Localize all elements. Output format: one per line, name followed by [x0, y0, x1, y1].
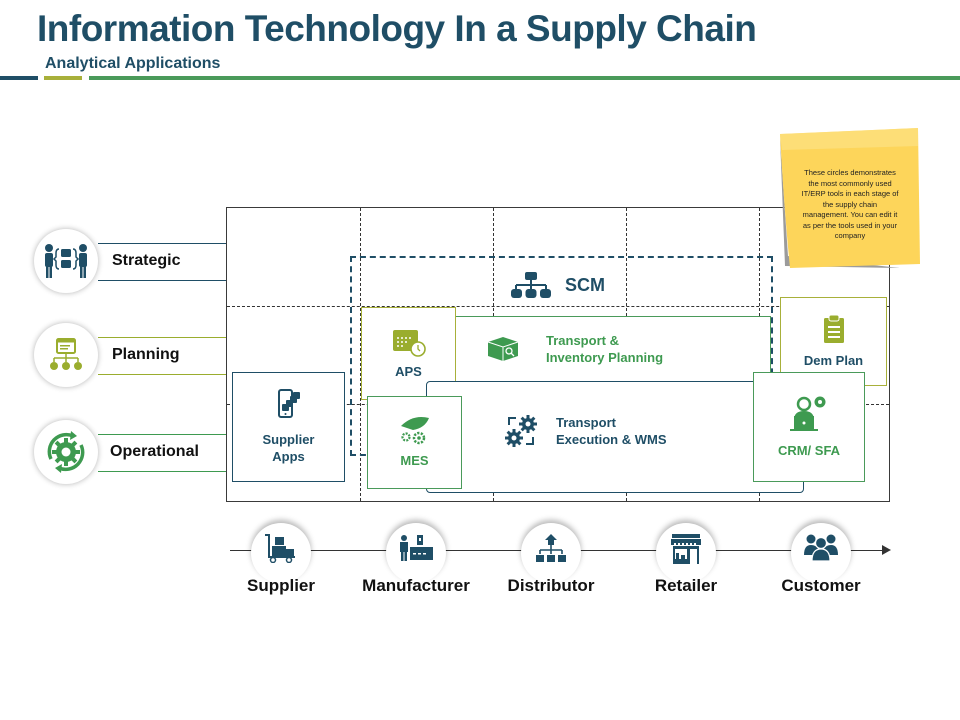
label-line: Execution & WMS	[556, 432, 667, 447]
user-laptop-icon	[790, 396, 826, 431]
page-title: Information Technology In a Supply Chain	[37, 8, 757, 49]
sticky-note-shape	[780, 128, 920, 268]
stage-label-manufacturer: Manufacturer	[362, 576, 470, 595]
distribution-icon	[536, 534, 566, 562]
label-line: Transport &	[546, 333, 619, 348]
stage-circle	[791, 523, 851, 583]
row-circle-planning	[34, 323, 98, 387]
axis-arrow-icon	[882, 545, 891, 555]
crm-sfa-label: CRM/ SFA	[777, 442, 841, 458]
cart-boxes-icon	[265, 534, 295, 563]
row-circle-operational	[34, 420, 98, 484]
stage-label-supplier: Supplier	[246, 576, 315, 595]
supplier-apps-label: Supplier Apps	[262, 431, 314, 465]
stage-circle	[251, 523, 311, 583]
box-search-icon	[487, 337, 519, 361]
gears-cycle-icon	[505, 415, 537, 447]
stage-label-customer: Customer	[781, 576, 861, 595]
store-icon	[671, 534, 701, 564]
leaf-gears-icon	[400, 417, 429, 445]
label-line: Supplier	[262, 432, 315, 447]
factory-worker-icon	[400, 535, 433, 561]
mes-label: MES	[400, 453, 429, 468]
dem-plan-label: Dem Plan	[803, 353, 864, 368]
header-bar-blue	[0, 76, 38, 80]
transport-execution-label: Transport Execution & WMS	[556, 414, 667, 448]
stage-label-retailer: Retailer	[654, 576, 718, 595]
supplier-apps-box[interactable]: Supplier Apps	[232, 372, 345, 482]
grid-divider	[227, 306, 889, 307]
stage-manufacturer	[386, 523, 446, 583]
dem-plan-box[interactable]: Dem Plan	[780, 297, 887, 386]
label-line: Transport	[556, 415, 616, 430]
mobile-apps-icon	[277, 389, 300, 418]
sticky-note-text: These circles demonstrates the most comm…	[801, 168, 899, 240]
people-group-icon	[804, 534, 838, 561]
stage-retailer	[656, 523, 716, 583]
label-line: Apps	[272, 449, 305, 464]
strategy-people-icon	[45, 244, 87, 278]
header-bar-olive	[44, 76, 82, 80]
sticky-note: These circles demonstrates the most comm…	[780, 128, 920, 268]
org-chart-icon	[511, 272, 551, 298]
scm-label: SCM	[565, 274, 605, 295]
stage-circle	[656, 523, 716, 583]
scm-header: SCM	[511, 272, 605, 298]
stage-circle	[386, 523, 446, 583]
stage-circle	[521, 523, 581, 583]
transport-inventory-label: Transport & Inventory Planning	[546, 332, 663, 366]
planning-hierarchy-icon	[50, 338, 82, 370]
stage-supplier	[251, 523, 311, 583]
page-subtitle: Analytical Applications	[45, 55, 221, 72]
aps-label: APS	[395, 364, 422, 379]
row-band-strategic	[98, 243, 226, 281]
grid-divider	[360, 208, 361, 501]
crm-sfa-box[interactable]: CRM/ SFA	[753, 372, 865, 482]
row-label-planning: Planning	[112, 346, 180, 363]
stage-label-distributor: Distributor	[507, 576, 595, 595]
stage-customer	[791, 523, 851, 583]
clipboard-icon	[823, 314, 844, 343]
row-band-operational	[98, 434, 226, 472]
row-label-operational: Operational	[110, 443, 199, 460]
mes-box[interactable]: MES	[367, 396, 462, 489]
header-bar-green	[89, 76, 960, 80]
row-label-strategic: Strategic	[112, 252, 181, 269]
calendar-clock-icon	[392, 330, 426, 357]
transport-inventory-box[interactable]: Transport & Inventory Planning	[455, 316, 771, 382]
label-line: Inventory Planning	[546, 350, 664, 365]
transport-execution-box[interactable]: Transport Execution & WMS	[426, 381, 804, 493]
row-band-planning	[98, 337, 226, 375]
row-circle-strategic	[34, 229, 98, 293]
stage-distributor	[521, 523, 581, 583]
gear-cycle-icon	[47, 431, 85, 473]
